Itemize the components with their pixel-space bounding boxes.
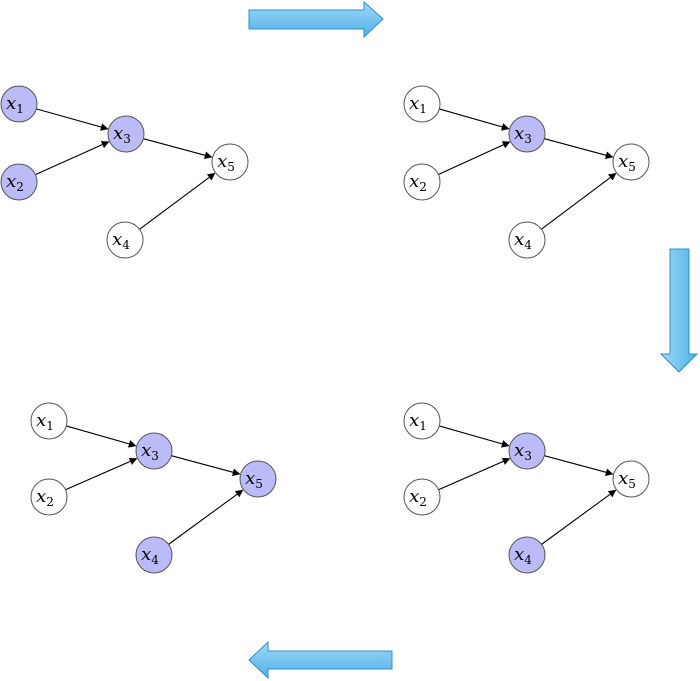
edge-x2-to-x3 xyxy=(35,141,110,176)
node-circle xyxy=(135,536,173,574)
panel-step-3: x1 x2 x3 x4 x5 xyxy=(403,402,650,574)
node-label: x1 xyxy=(36,410,54,433)
node-x2: x2 xyxy=(0,163,38,201)
node-label: x5 xyxy=(618,468,636,491)
node-x3: x3 xyxy=(508,432,546,470)
right-arrow-shape xyxy=(248,0,384,39)
edge-x3-to-x5 xyxy=(544,138,614,159)
node-label: x2 xyxy=(409,486,427,509)
node-circle xyxy=(106,221,144,259)
node-x4: x4 xyxy=(135,536,173,574)
node-label: x3 xyxy=(141,440,159,463)
edge-x3-to-x5 xyxy=(171,455,241,476)
edge-x4-to-x5 xyxy=(541,489,617,545)
panel-step-1: x1 x2 x3 x4 x5 xyxy=(0,85,249,259)
node-label: x4 xyxy=(112,229,130,252)
node-circle xyxy=(30,478,68,516)
node-circle xyxy=(403,85,441,123)
left-arrow-shape xyxy=(248,640,393,680)
node-x1: x1 xyxy=(30,402,68,440)
edge-x4-to-x5 xyxy=(168,489,244,545)
edge-x1-to-x3 xyxy=(66,425,137,448)
down-arrow-shape xyxy=(659,248,699,373)
node-circle xyxy=(508,115,546,153)
node-x5: x5 xyxy=(211,143,249,181)
node-label: x1 xyxy=(6,93,24,116)
edge-x3-to-x5 xyxy=(143,138,213,159)
node-x5: x5 xyxy=(239,460,277,498)
panel-step-2: x1 x2 x3 x4 x5 xyxy=(403,85,650,259)
node-label: x3 xyxy=(514,123,532,146)
node-label: x2 xyxy=(6,171,24,194)
node-x2: x2 xyxy=(403,163,441,201)
node-label: x5 xyxy=(618,151,636,174)
panel-step-4: x1 x2 x3 x4 x5 xyxy=(30,402,277,574)
node-circle xyxy=(403,478,441,516)
node-x1: x1 xyxy=(0,85,38,123)
node-circle xyxy=(211,143,249,181)
node-x3: x3 xyxy=(508,115,546,153)
node-label: x2 xyxy=(36,486,54,509)
node-circle xyxy=(403,402,441,440)
node-label: x4 xyxy=(514,544,532,567)
node-circle xyxy=(508,536,546,574)
edge-x1-to-x3 xyxy=(439,108,510,131)
node-label: x1 xyxy=(409,410,427,433)
edge-x2-to-x3 xyxy=(65,457,138,491)
node-circle xyxy=(239,460,277,498)
node-circle xyxy=(612,460,650,498)
node-x4: x4 xyxy=(508,536,546,574)
right-arrow xyxy=(248,0,384,39)
edge-x3-to-x5 xyxy=(544,455,614,476)
node-label: x4 xyxy=(141,544,159,567)
node-x4: x4 xyxy=(508,221,546,259)
node-circle xyxy=(612,143,650,181)
edge-x4-to-x5 xyxy=(139,172,216,230)
node-circle xyxy=(0,85,38,123)
node-label: x3 xyxy=(514,440,532,463)
down-arrow xyxy=(659,248,699,373)
node-x2: x2 xyxy=(403,478,441,516)
node-circle xyxy=(508,432,546,470)
left-arrow xyxy=(248,640,393,680)
node-circle xyxy=(30,402,68,440)
node-circle xyxy=(0,163,38,201)
node-label: x2 xyxy=(409,171,427,194)
node-x5: x5 xyxy=(612,460,650,498)
node-x1: x1 xyxy=(403,85,441,123)
node-label: x5 xyxy=(217,151,235,174)
node-label: x1 xyxy=(409,93,427,116)
edge-x1-to-x3 xyxy=(36,108,109,131)
node-x4: x4 xyxy=(106,221,144,259)
node-label: x3 xyxy=(113,123,131,146)
edge-x4-to-x5 xyxy=(541,172,617,230)
node-circle xyxy=(107,115,145,153)
node-x5: x5 xyxy=(612,143,650,181)
edge-x2-to-x3 xyxy=(438,457,511,491)
node-circle xyxy=(508,221,546,259)
edge-x1-to-x3 xyxy=(439,425,510,448)
node-label: x4 xyxy=(514,229,532,252)
node-x3: x3 xyxy=(107,115,145,153)
node-circle xyxy=(135,432,173,470)
node-x3: x3 xyxy=(135,432,173,470)
node-label: x5 xyxy=(245,468,263,491)
node-circle xyxy=(403,163,441,201)
node-x2: x2 xyxy=(30,478,68,516)
edge-x2-to-x3 xyxy=(438,141,511,176)
node-x1: x1 xyxy=(403,402,441,440)
